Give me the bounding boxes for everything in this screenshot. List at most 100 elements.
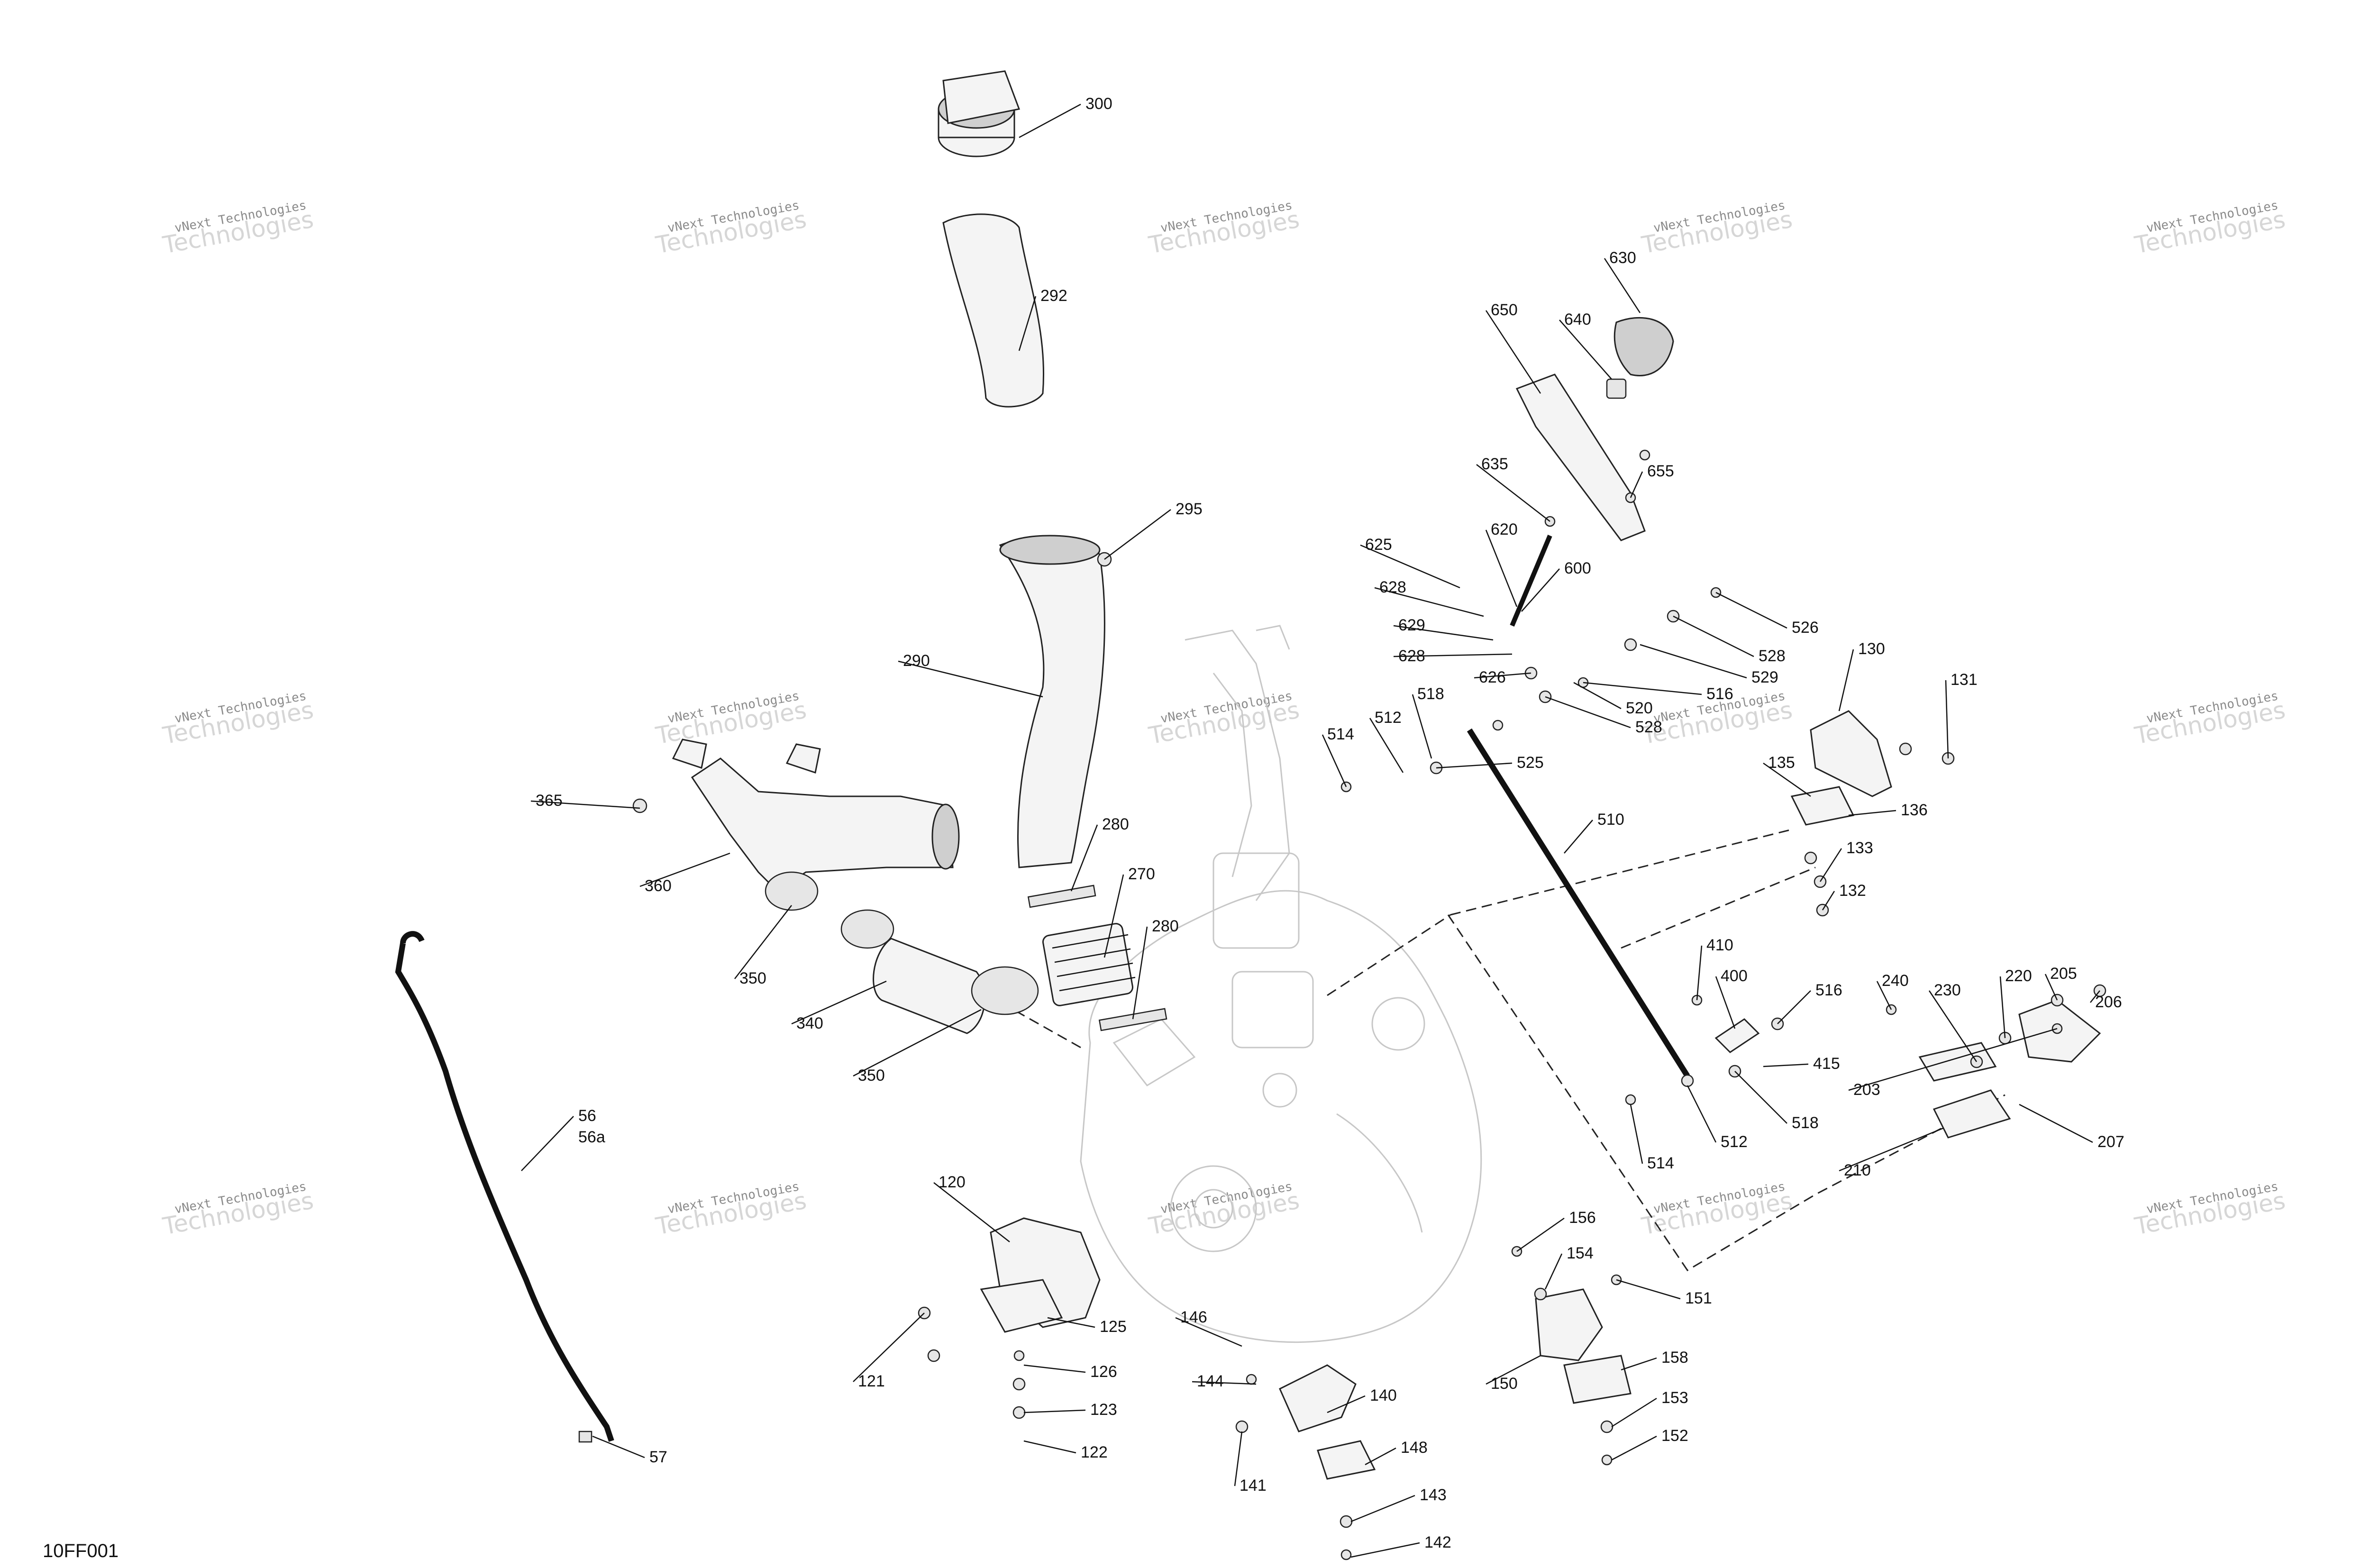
leader-line — [1369, 718, 1404, 773]
part-400-lever — [1714, 1018, 1760, 1053]
callout-label: 280 — [1102, 815, 1129, 833]
leader-line — [1564, 820, 1593, 854]
leader-line — [2090, 990, 2100, 1003]
callout-label: 365 — [536, 792, 563, 810]
leader-line — [2019, 1103, 2093, 1143]
part-130-engine-mount — [1810, 710, 1892, 797]
part-230-bracket — [1918, 1042, 1997, 1082]
leader-line — [1436, 762, 1513, 769]
leader-line — [1018, 296, 1037, 351]
callout-label: 158 — [1661, 1349, 1688, 1367]
callout-label: 525 — [1517, 754, 1544, 772]
callout-label: 152 — [1661, 1427, 1688, 1445]
leader-line — [1474, 672, 1531, 679]
part-140-engine-mount — [1279, 1364, 1357, 1432]
leader-line — [1715, 976, 1736, 1029]
callout-label: 220 — [2005, 967, 2032, 985]
leader-line — [1365, 1447, 1396, 1466]
callout-label: 205 — [2050, 965, 2077, 983]
part-290-filler-neck — [999, 536, 1105, 868]
callout-label: 514 — [1327, 725, 1354, 743]
callout-label: 295 — [1176, 500, 1203, 518]
callout-label: 133 — [1846, 839, 1873, 857]
part-360-bracket-left — [672, 738, 707, 769]
part-360-heat-shield — [691, 757, 954, 892]
part-280-clamp-lower — [1098, 1008, 1167, 1031]
callout-label: 240 — [1882, 972, 1909, 990]
leader-line — [1839, 1127, 1944, 1172]
leader-line — [1630, 471, 1643, 498]
callout-label: 143 — [1420, 1486, 1447, 1504]
callout-label: 207 — [2097, 1133, 2124, 1151]
leader-line — [592, 1435, 645, 1459]
callout-label: 350 — [858, 1067, 885, 1085]
leader-line — [1412, 694, 1432, 759]
callout-label: 340 — [796, 1014, 823, 1032]
leader-line — [1393, 653, 1513, 657]
callout-label: 290 — [903, 652, 930, 670]
part-56-vent-tube-top — [400, 931, 425, 944]
callout-label: 512 — [1375, 709, 1402, 727]
callout-label: 140 — [1370, 1386, 1397, 1404]
part-150-engine-mount — [1535, 1288, 1603, 1361]
callout-label: 144 — [1197, 1372, 1224, 1390]
leader-line — [1104, 509, 1171, 560]
leader-line — [1604, 258, 1641, 313]
callout-label: 153 — [1661, 1389, 1688, 1407]
callout-layer: 3002922952902802702803653603503403505656… — [521, 95, 2124, 1558]
leader-line — [1928, 990, 1978, 1062]
leader-line — [1023, 1409, 1086, 1413]
part-135-plate — [1790, 786, 1855, 826]
leader-line — [1019, 103, 1081, 138]
callout-label: 142 — [1424, 1533, 1451, 1551]
callout-label: 150 — [1491, 1375, 1518, 1393]
leader-line — [734, 905, 792, 979]
diagram-code: 10FF001 — [43, 1541, 118, 1561]
callout-label: 270 — [1128, 865, 1155, 883]
leader-line — [1350, 1495, 1415, 1522]
callout-label: 292 — [1040, 287, 1067, 305]
callout-label: 635 — [1481, 455, 1508, 473]
leader-line — [1822, 891, 1835, 911]
callout-label: 526 — [1792, 619, 1819, 637]
part-640-knob-adapter — [1606, 378, 1627, 399]
callout-label: 56 — [578, 1107, 596, 1125]
leader-line — [521, 1116, 574, 1171]
part-125-plate — [980, 1279, 1063, 1333]
leader-line — [1192, 1381, 1257, 1385]
engine-ghost-outline — [1080, 625, 1482, 1343]
leader-line — [1734, 1071, 1787, 1124]
callout-label: 518 — [1792, 1114, 1819, 1132]
callout-label: 121 — [858, 1372, 885, 1390]
callout-label: 625 — [1365, 536, 1392, 554]
part-510-shift-rod — [1467, 728, 1690, 1078]
part-57-clip — [578, 1431, 592, 1443]
fasteners — [632, 449, 2106, 1560]
callout-label: 520 — [1626, 699, 1653, 717]
leader-line — [1360, 544, 1460, 589]
callout-label: 529 — [1751, 668, 1778, 686]
callout-label: 122 — [1081, 1443, 1108, 1461]
part-360-bracket-right — [785, 743, 821, 774]
part-300-fuel-cap — [938, 70, 1021, 157]
callout-label: 154 — [1567, 1244, 1594, 1262]
leader-line — [1838, 649, 1854, 711]
callout-label: 650 — [1491, 301, 1518, 319]
part-630-shift-knob — [1613, 317, 1674, 376]
callout-label: 655 — [1647, 462, 1674, 480]
callout-label: 400 — [1721, 967, 1748, 985]
leader-line — [1476, 464, 1550, 522]
leader-line — [1819, 848, 1842, 882]
callout-label: 146 — [1180, 1308, 1207, 1326]
part-350-clamp-c — [971, 966, 1039, 1015]
leader-line — [1611, 1435, 1657, 1461]
